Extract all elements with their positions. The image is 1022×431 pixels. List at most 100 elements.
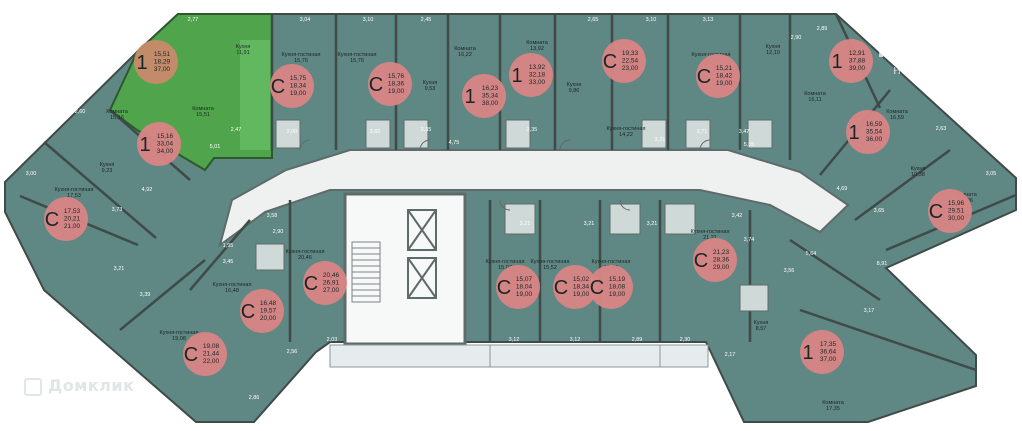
- badge-circle: [829, 39, 873, 83]
- dimension-label: 2,30: [680, 337, 691, 343]
- dimension-label: 3,71: [697, 129, 708, 135]
- dimension-label: 3,42: [732, 213, 743, 219]
- badge-rooms: C: [304, 273, 318, 295]
- dimension-label: 5,64: [806, 251, 817, 257]
- dimension-label: 2,86: [249, 395, 260, 401]
- badge-rooms: C: [697, 66, 711, 88]
- dimension-label: 3,35: [527, 127, 538, 133]
- dimension-label: 3,39: [140, 292, 151, 298]
- badge-rooms: C: [929, 201, 943, 223]
- dimension-label: 2,90: [273, 229, 284, 235]
- badge-rooms: 1: [831, 51, 842, 73]
- dimension-label: 3,21: [655, 137, 666, 143]
- dimension-label: 3,21: [584, 221, 595, 227]
- badge-rooms: C: [603, 51, 617, 73]
- partition-walls: [19, 13, 1017, 372]
- badge-rooms: C: [241, 301, 255, 323]
- dimension-label: 3,35: [421, 127, 432, 133]
- badge-rooms: C: [554, 277, 568, 299]
- watermark-brand: КРАЙНОВ: [877, 38, 1004, 63]
- dimension-label: 2,77: [188, 17, 199, 23]
- badge-circle: [509, 53, 553, 97]
- highlighted-kitchen: [240, 40, 270, 150]
- dimension-label: 2,65: [588, 17, 599, 23]
- stair-core: [343, 192, 467, 346]
- badge-rooms: 1: [139, 134, 150, 156]
- dimension-label: 2,47: [231, 127, 242, 133]
- dimension-label: 3,12: [570, 337, 581, 343]
- badge-circle: [696, 54, 740, 98]
- watermark-subtitle: НЕДВИЖИМОСТЬ: [893, 66, 1002, 77]
- badge-rooms: C: [694, 250, 708, 272]
- dimension-label: 4,69: [837, 186, 848, 192]
- badge-rooms: C: [271, 76, 285, 98]
- watermark-domclick: Домклик: [24, 376, 134, 396]
- dimension-label: 1,95: [223, 243, 234, 249]
- badge-rooms: C: [590, 277, 604, 299]
- dimension-label: 3,65: [874, 208, 885, 214]
- dimension-label: 3,56: [784, 268, 795, 274]
- dimension-label: 2,56: [287, 349, 298, 355]
- bathrooms: [255, 119, 773, 312]
- dimension-label: 2,60: [75, 109, 86, 115]
- dimension-label: 3,73: [112, 207, 123, 213]
- dimension-label: 2,03: [327, 337, 338, 343]
- balconies: [329, 344, 709, 368]
- dimension-label: 3,00: [26, 171, 37, 177]
- badge-rooms: C: [184, 344, 198, 366]
- dimension-label: 5,05: [744, 142, 755, 148]
- badge-circle: [553, 265, 597, 309]
- dimension-label: 2,17: [725, 352, 736, 358]
- dimension-label: 2,00: [287, 129, 298, 135]
- dimension-label: 3,21: [647, 221, 658, 227]
- dimension-label: 4,92: [142, 187, 153, 193]
- entry-doors: [299, 139, 711, 211]
- badge-rooms: 1: [136, 52, 147, 74]
- dimension-label: 3,45: [223, 259, 234, 265]
- dimension-label: 3,60: [370, 129, 381, 135]
- dimension-label: 3,47: [739, 129, 750, 135]
- dimension-label: 3,74: [744, 237, 755, 243]
- dimension-label: 2,89: [817, 26, 828, 32]
- dimension-label: 3,21: [520, 221, 531, 227]
